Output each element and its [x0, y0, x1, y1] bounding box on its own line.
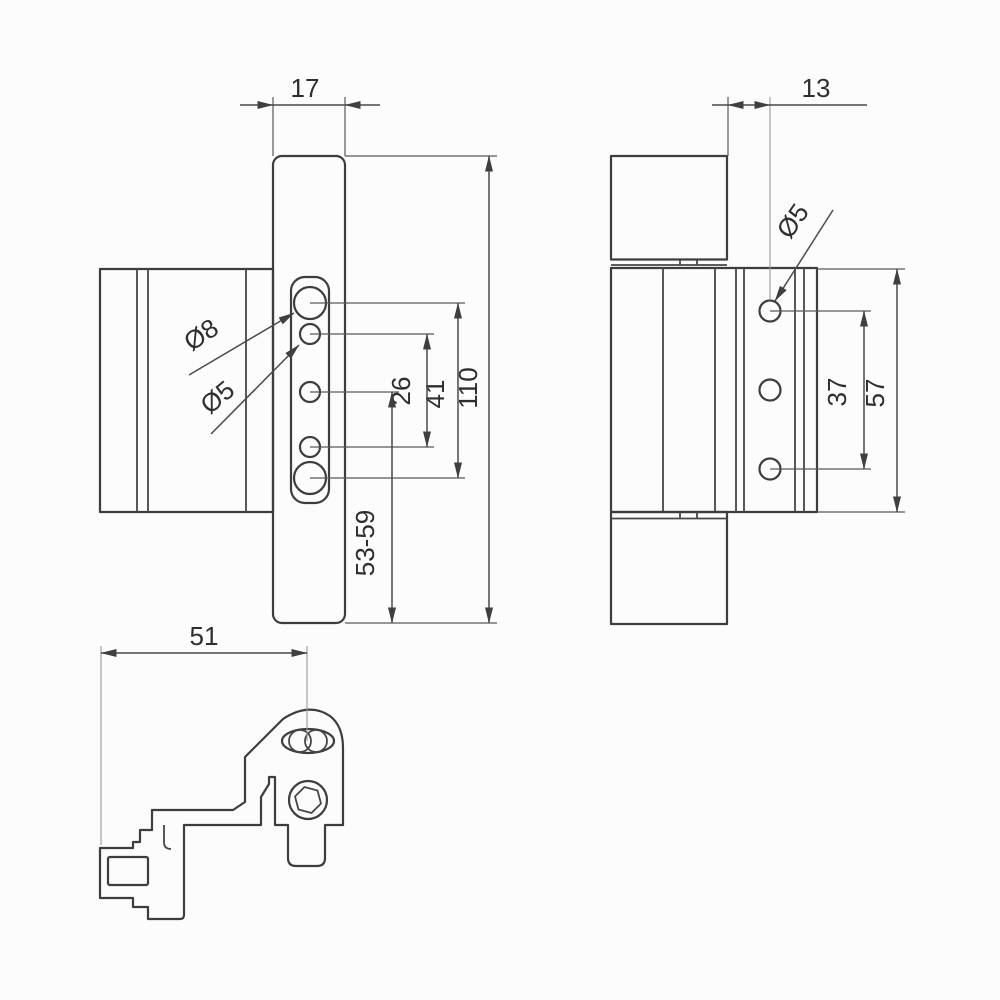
- side-hole-middle: [758, 378, 782, 402]
- top-slot-circle-right: [304, 729, 328, 753]
- dim-inner-hole-spacing-label: 26: [386, 377, 416, 406]
- top-slot-oval: [280, 727, 336, 755]
- side-hole-label: Ø5: [770, 198, 814, 244]
- top-slot-circle-left: [288, 729, 312, 753]
- dim-leaf-width: 17: [240, 73, 380, 156]
- dim-bottom-adjust-range-label: 53-59: [350, 510, 380, 577]
- dim-side-hole-spacing: 37: [770, 310, 871, 470]
- dim-outer-hole-spacing-label: 41: [420, 380, 450, 409]
- dim-side-hole-spacing-label: 37: [822, 378, 852, 407]
- front-large-hole-label: Ø8: [178, 312, 224, 356]
- dim-bottom-adjust-range: 53-59: [310, 391, 399, 624]
- front-screw-slot: [289, 275, 331, 505]
- dim-hole-offset: 13: [712, 73, 867, 300]
- top-clamp-opening: [106, 855, 150, 887]
- dim-body-height: 57: [817, 268, 905, 513]
- dim-body-height-label: 57: [860, 379, 890, 408]
- dim-bracket-width: 51: [100, 621, 308, 845]
- side-view: 13 37 57 Ø5: [609, 73, 905, 626]
- dim-inner-hole-spacing: 26: [310, 333, 434, 448]
- side-hinge-body: [609, 266, 819, 514]
- dim-bracket-width-label: 51: [190, 621, 219, 651]
- dim-outer-hole-spacing: 41: [310, 302, 465, 479]
- dim-total-height: 110: [345, 155, 497, 624]
- side-hole-callout: Ø5: [770, 198, 834, 302]
- top-bracket-outline: [98, 708, 345, 921]
- top-bracket-step-detail: [163, 825, 172, 850]
- top-hex-socket: [294, 786, 322, 814]
- front-view: 17 110 41 26 53-59: [98, 73, 497, 625]
- front-small-hole-label: Ø5: [194, 374, 240, 419]
- dim-leaf-width-label: 17: [291, 73, 320, 103]
- front-large-hole-callout: Ø8: [178, 312, 295, 376]
- side-upper-block: [609, 154, 729, 261]
- side-lower-block: [609, 510, 729, 626]
- front-frame-body: [98, 267, 275, 514]
- top-view: 51: [98, 621, 345, 921]
- top-hex-screw-circle: [287, 779, 329, 821]
- dim-hole-offset-label: 13: [802, 73, 831, 103]
- front-leaf-plate: [271, 154, 347, 625]
